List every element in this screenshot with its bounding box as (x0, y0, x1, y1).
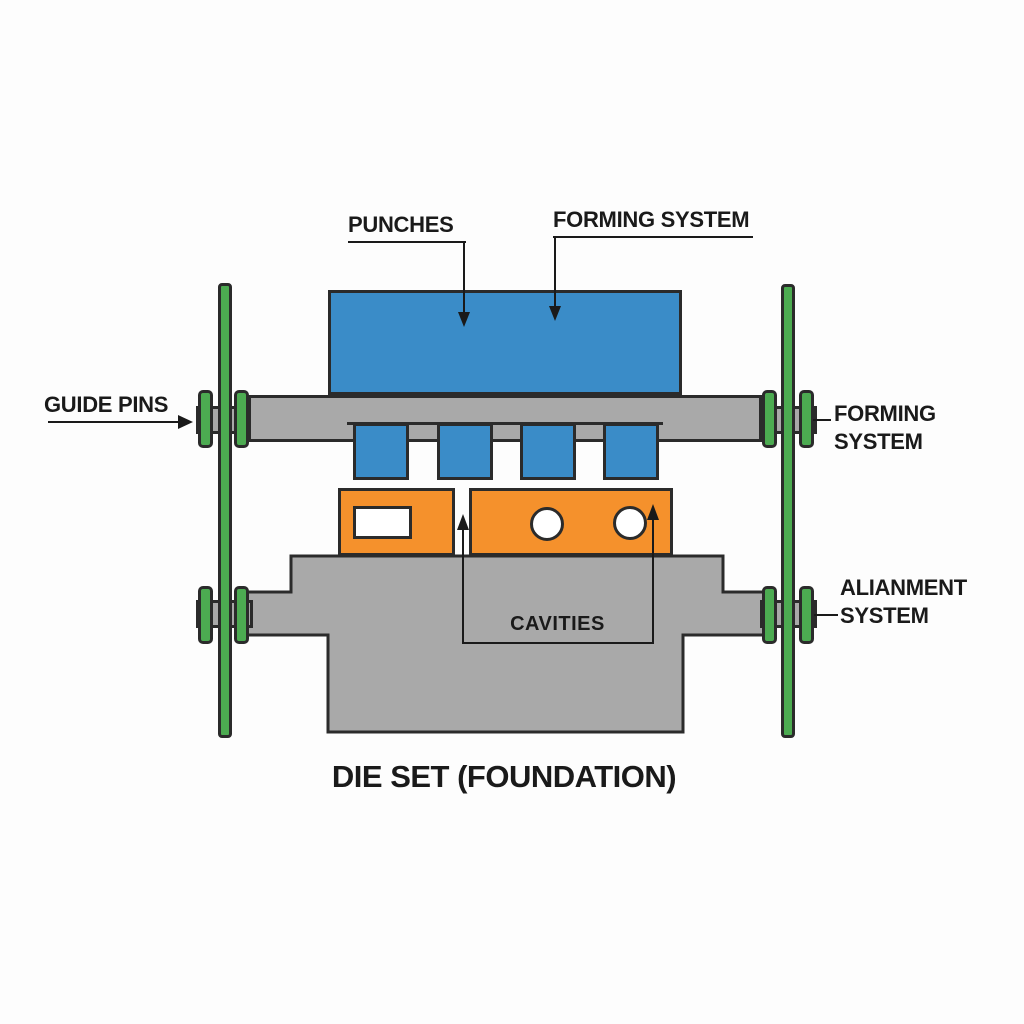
upper-right-outer-collar (799, 390, 814, 448)
lower-right-inner-collar (762, 586, 777, 644)
diagram-title: DIE SET (FOUNDATION) (331, 759, 677, 794)
left-guide-pin (218, 283, 232, 738)
guide-pins-arrowhead (178, 415, 193, 429)
guide-pins-label: GUIDE PINS (44, 392, 169, 417)
alignment-system-label: ALIANMENT SYSTEM (840, 574, 967, 629)
punch-1 (353, 423, 409, 480)
lower-left-outer-collar (198, 586, 213, 644)
upper-left-inner-collar (234, 390, 249, 448)
forming-system-right-label: FORMING SYSTEM (834, 400, 936, 455)
punch-4 (603, 423, 659, 480)
lower-right-outer-collar (799, 586, 814, 644)
punch-2 (437, 423, 493, 480)
lower-left-inner-collar (234, 586, 249, 644)
punch-retainer-line (347, 422, 663, 425)
forming-system-right-line1: FORMING (834, 401, 936, 426)
forming-system-block (328, 290, 682, 395)
alignment-system-line1: ALIANMENT (840, 575, 967, 600)
forming-system-top-label: FORMING SYSTEM (553, 207, 750, 232)
cavities-label: CAVITIES (510, 613, 605, 635)
upper-punch-plate (248, 395, 762, 442)
right-guide-pin (781, 284, 795, 738)
rectangular-cavity (353, 506, 412, 539)
upper-left-outer-collar (198, 390, 213, 448)
die-set-foundation-block (242, 554, 770, 734)
round-cavity-2 (613, 506, 647, 540)
punches-label: PUNCHES (348, 212, 454, 237)
upper-right-inner-collar (762, 390, 777, 448)
punch-3 (520, 423, 576, 480)
cavities-left-arrowhead (457, 514, 469, 530)
alignment-system-line2: SYSTEM (840, 602, 929, 628)
round-cavity-1 (530, 507, 564, 541)
forming-system-right-line2: SYSTEM (834, 428, 923, 454)
